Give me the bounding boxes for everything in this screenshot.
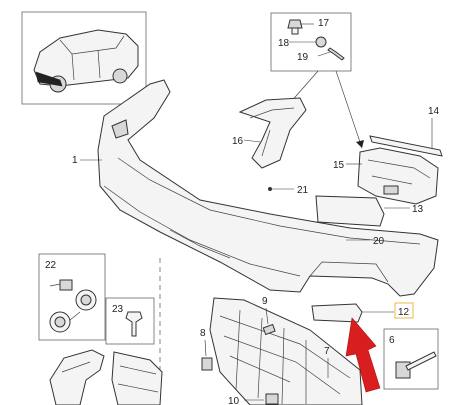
part-13-trim: 13 — [315, 195, 424, 227]
vehicle-thumbnail — [21, 11, 147, 105]
part-8-clip: 8 — [200, 328, 213, 371]
callout-10: 10 — [228, 396, 240, 405]
part-1-bumper-cover: 1 — [72, 79, 439, 297]
part-6-bolt-box: 6 — [383, 328, 439, 390]
callout-7: 7 — [324, 346, 330, 357]
callout-12-highlight — [394, 302, 414, 319]
part-21-marker: 21 — [268, 185, 309, 196]
callout-6: 6 — [389, 335, 395, 346]
callout-14: 14 — [428, 106, 440, 117]
part-22-sensor-box: 22 — [38, 253, 106, 341]
part-15-bracket: 15 — [333, 147, 439, 205]
part-7-grille: 7 — [209, 297, 363, 405]
callout-23: 23 — [112, 304, 124, 315]
callout-20: 20 — [373, 236, 385, 247]
callout-18: 18 — [278, 38, 290, 49]
lower-center-absorber — [111, 351, 163, 405]
callout-12: 12 — [398, 307, 410, 318]
callout-8: 8 — [200, 328, 206, 339]
lower-left-bracket — [49, 349, 105, 405]
highlight-arrow — [345, 317, 381, 393]
fastener-kit-box: 17 18 19 — [270, 12, 352, 72]
part-16-bracket: 16 — [232, 97, 307, 169]
callout-22: 22 — [45, 260, 57, 271]
callout-19: 19 — [297, 52, 309, 63]
callout-16: 16 — [232, 136, 244, 147]
callout-13: 13 — [412, 204, 424, 215]
part-14-strip: 14 — [369, 106, 443, 157]
callout-17: 17 — [318, 18, 330, 29]
callout-21: 21 — [297, 185, 309, 196]
part-23-clip-box: 23 — [105, 297, 155, 345]
part-20-strip: 20 — [346, 236, 385, 247]
part-12-reflector: 12 — [311, 302, 414, 323]
callout-1: 1 — [72, 155, 78, 166]
callout-15: 15 — [333, 160, 345, 171]
part-10-bracket: 10 — [228, 393, 279, 405]
callout-9: 9 — [262, 296, 268, 307]
part-9-pin: 9 — [262, 296, 276, 336]
